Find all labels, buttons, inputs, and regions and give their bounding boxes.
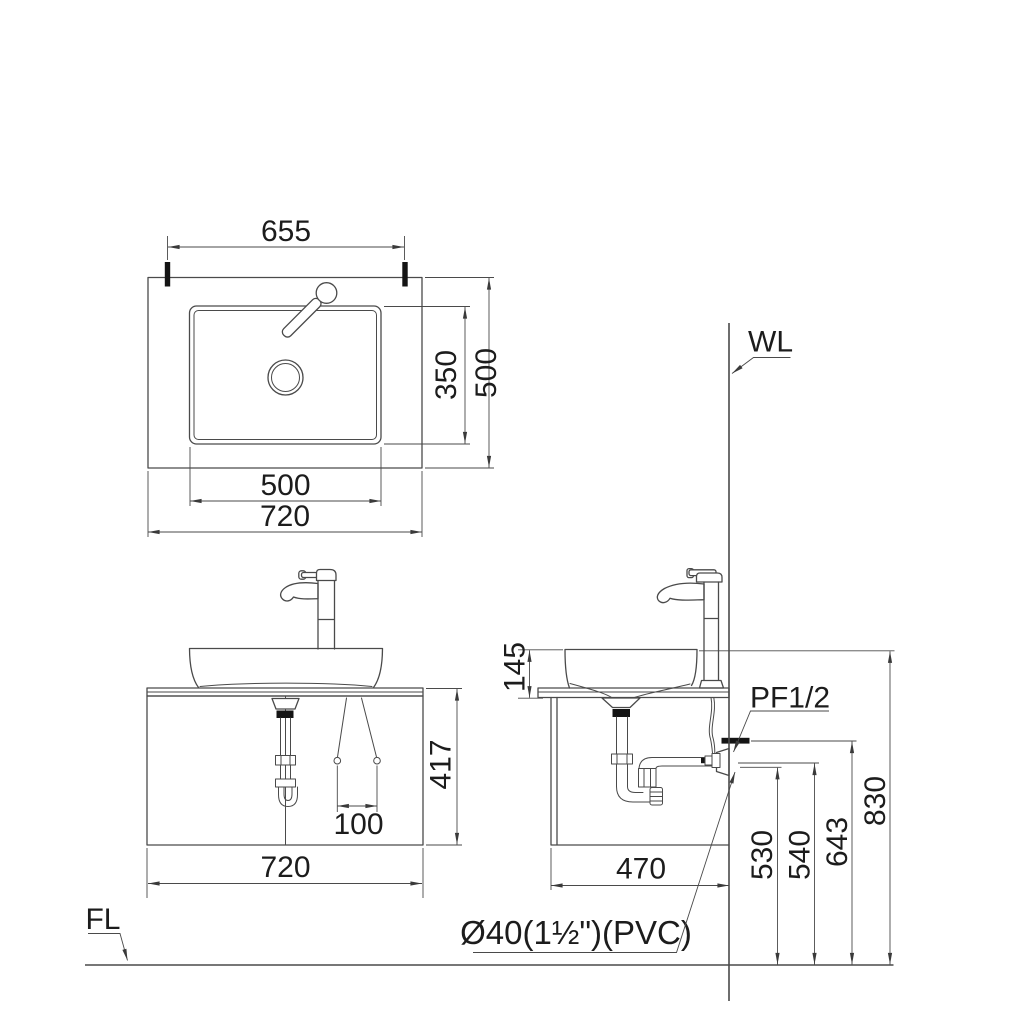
side-countertop	[537, 687, 730, 699]
dim-530-label: 530	[746, 830, 779, 880]
faucet-base	[698, 679, 725, 689]
floor-line-callout: FL	[85, 903, 128, 961]
angle-valve	[711, 753, 721, 768]
p-trap	[278, 786, 298, 807]
faucet-spout	[279, 581, 319, 602]
faucet-body	[703, 581, 720, 682]
plan-faucet	[281, 282, 338, 338]
plan-drain-hole	[267, 359, 304, 396]
wall-line-label: WL	[748, 326, 793, 359]
faucet-head	[315, 568, 337, 582]
dim-830: 830	[699, 650, 895, 965]
dim-470: 470	[550, 848, 729, 890]
dim-417-label: 417	[425, 739, 458, 789]
mounting-bolt-left	[164, 262, 171, 287]
front-view: 100 417 720	[146, 568, 462, 898]
dim-470-label: 470	[616, 853, 666, 886]
dim-145: 145	[499, 642, 563, 699]
dim-500-basin-width: 500	[189, 447, 382, 506]
dim-720t-label: 720	[260, 500, 310, 533]
faucet-hole	[315, 282, 338, 304]
dim-643: 643	[751, 740, 857, 965]
dim-540: 540	[738, 762, 819, 965]
dim-350: 350	[384, 306, 470, 445]
plan-countertop	[147, 276, 423, 469]
dim-100: 100	[333, 765, 384, 841]
side-drain-trap	[601, 697, 730, 806]
drain-callout: Ø40(1½")(PVC)	[460, 771, 736, 953]
drain-gasket	[276, 710, 294, 718]
floor-line-label: FL	[85, 903, 120, 936]
front-basin	[188, 647, 384, 689]
faucet-head	[695, 572, 723, 583]
supply-label: PF1/2	[750, 682, 830, 715]
dim-720f-label: 720	[260, 851, 310, 884]
dim-720-front: 720	[146, 848, 424, 898]
dim-643-label: 643	[821, 817, 854, 867]
dim-350-label: 350	[430, 350, 463, 400]
mounting-bolt-right	[402, 262, 408, 287]
faucet-spout	[656, 582, 705, 604]
side-view: 145 470 530 540 643 830	[499, 567, 895, 965]
reference-lines: WL FL PF1/2 Ø40(1½")(PVC)	[85, 323, 894, 1001]
side-basin	[564, 648, 698, 699]
dim-500r-label: 500	[470, 348, 503, 398]
drain-label: Ø40(1½")(PVC)	[460, 914, 692, 951]
dim-830-label: 830	[859, 776, 892, 826]
plan-basin-inner	[193, 310, 377, 440]
trap-elbow	[616, 786, 651, 803]
dim-655-label: 655	[261, 215, 311, 248]
supply-callout: PF1/2	[733, 682, 830, 753]
faucet-body	[317, 579, 336, 650]
drain-flange	[271, 697, 300, 710]
faucet-handle	[281, 297, 322, 338]
dim-540-label: 540	[784, 830, 817, 880]
supply-stub	[721, 737, 750, 744]
dim-417: 417	[425, 688, 462, 846]
drain-flange	[601, 697, 641, 709]
wall-line-callout: WL	[731, 326, 793, 374]
dim-100-label: 100	[333, 808, 383, 841]
faucet-lever	[300, 571, 319, 579]
dim-655: 655	[167, 215, 405, 260]
supply-tube	[708, 697, 716, 754]
plan-basin-outer	[188, 305, 382, 445]
dim-145-label: 145	[499, 642, 532, 692]
dim-530: 530	[740, 766, 782, 965]
trap-nut	[638, 768, 657, 788]
top-view: 655 500 720 350 500	[147, 215, 503, 537]
dim-500-depth: 500	[425, 277, 503, 469]
side-faucet	[656, 567, 725, 689]
front-supply-lines	[333, 697, 381, 765]
drain-gasket	[612, 709, 630, 717]
dim-500b-label: 500	[260, 469, 310, 502]
dim-720-top: 720	[147, 471, 423, 537]
front-faucet	[279, 568, 337, 650]
side-cabinet	[550, 696, 730, 846]
front-drain-trap	[271, 697, 300, 807]
